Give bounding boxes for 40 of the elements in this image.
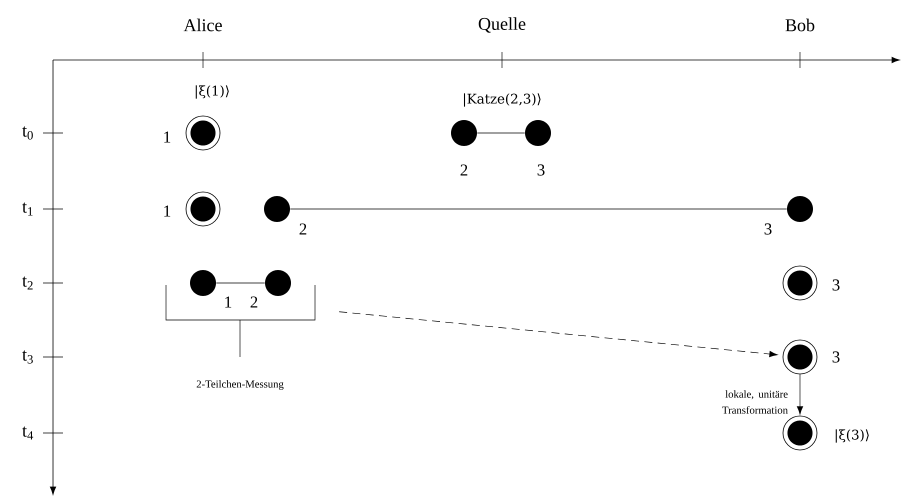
particle-ring [186, 192, 220, 226]
particle-ring [186, 116, 220, 150]
connecting-line [216, 282, 266, 284]
bracket-label: 2-Teilchen-Messung [196, 380, 284, 390]
edge-label: lokale, unitäre Transformation [722, 390, 788, 414]
time-label: t$_{3}$ [22, 350, 33, 364]
particle-dot [264, 196, 290, 222]
particle-dot [787, 196, 813, 222]
column-heading: Alice [184, 18, 222, 32]
state-label: |ξ(3)⟩ [836, 429, 869, 443]
particle-ring [782, 266, 818, 300]
arrow [796, 374, 804, 414]
time-label: t$_{0}$ [22, 126, 33, 140]
particle-dot [451, 120, 477, 146]
connecting-line [290, 208, 788, 210]
particle-number: 1 [225, 296, 232, 308]
particle-dot [265, 270, 291, 296]
particle-number: 2 [460, 164, 468, 176]
particle-dot [190, 270, 216, 296]
particle-number: 1 [164, 206, 170, 216]
particle-number: 3 [832, 351, 840, 363]
column-heading: Bob [786, 18, 814, 32]
particle-number: 2 [250, 296, 258, 308]
particle-ring [782, 416, 818, 450]
connecting-line [476, 132, 526, 134]
time-label: t$_{2}$ [22, 276, 33, 290]
particle-number: 1 [164, 132, 170, 142]
particle-number: 3 [832, 279, 840, 291]
time-label: t$_{1}$ [22, 202, 33, 216]
state-label: |ξ(1)⟩ [196, 85, 229, 99]
particle-number: 2 [300, 223, 306, 235]
particle-number: 3 [538, 164, 544, 176]
particle-ring [782, 340, 818, 374]
measurement-bracket [166, 284, 316, 358]
state-label: |Katze(2,3)⟩ [464, 93, 541, 107]
particle-dot [525, 120, 551, 146]
particle-number: 3 [764, 223, 772, 235]
column-heading: Quelle [478, 17, 526, 33]
dashed-arrow [338, 311, 778, 358]
time-label: t$_{4}$ [22, 426, 34, 440]
